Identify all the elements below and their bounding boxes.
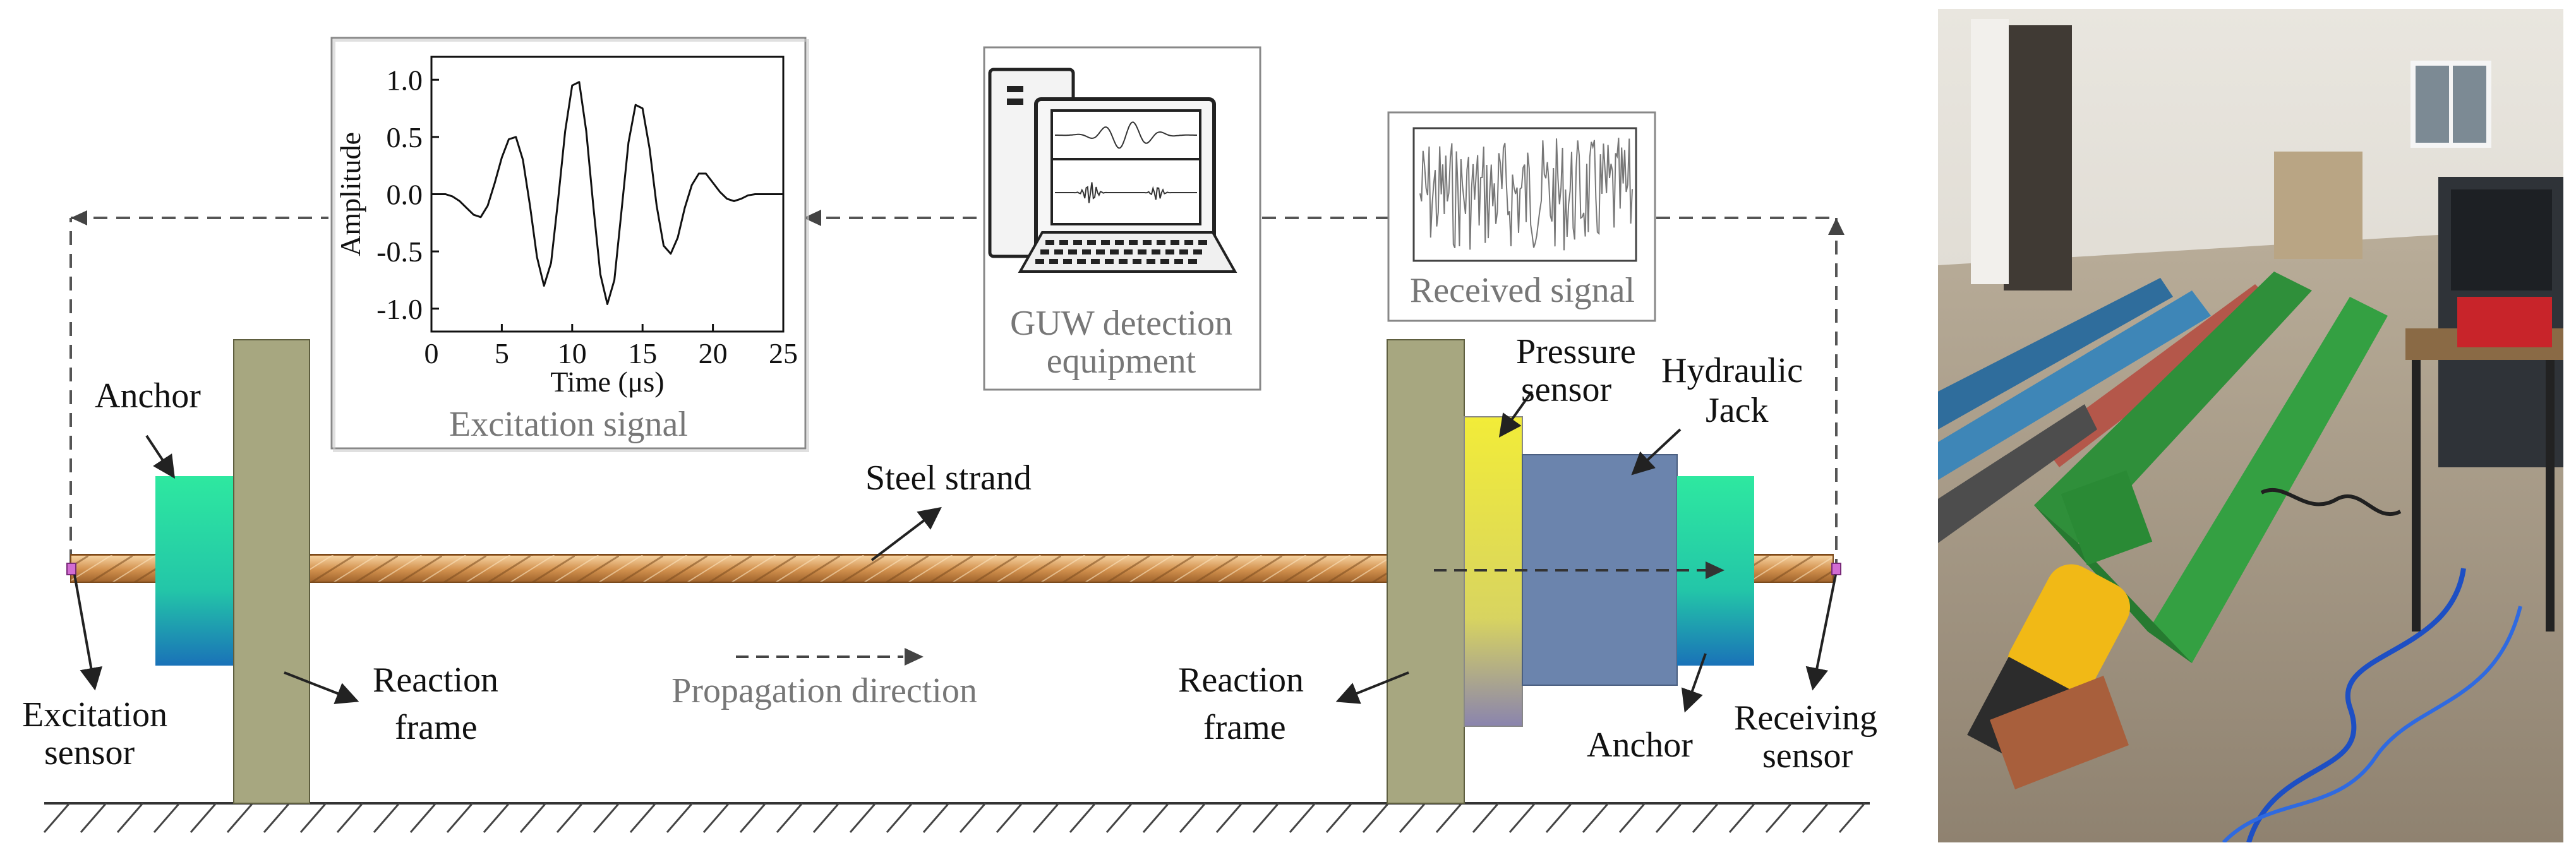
hydraulic-jack-label-line2: Jack xyxy=(1706,391,1769,430)
propagation-direction-label: Propagation direction xyxy=(671,671,977,710)
gw-equipment-label-line1: GUW detection xyxy=(1010,304,1232,343)
reaction-frame-right-label-line2: frame xyxy=(1203,708,1286,747)
x-tick-label: 0 xyxy=(424,337,439,369)
lab-photo xyxy=(1938,9,2563,842)
x-tick-label: 20 xyxy=(699,337,728,369)
anchor-right-label: Anchor xyxy=(1587,726,1693,765)
y-tick-label: -1.0 xyxy=(376,293,423,325)
gw-equipment-panel: GUW detection equipment xyxy=(983,46,1261,391)
y-tick-label: 0.5 xyxy=(387,121,423,153)
receiving-sensor-label-line1: Receiving xyxy=(1734,698,1877,738)
x-tick-label: 15 xyxy=(628,337,657,369)
series-line xyxy=(431,81,783,305)
ground xyxy=(43,802,1870,833)
y-tick-label: -0.5 xyxy=(376,236,423,268)
excitation-sensor-label-line1: Excitation xyxy=(22,695,167,734)
hydraulic-jack-label-line1: Hydraulic xyxy=(1661,351,1803,390)
y-tick-label: 1.0 xyxy=(387,64,423,96)
anchor-left xyxy=(155,476,234,666)
reaction-frame-left-label-line1: Reaction xyxy=(373,661,498,700)
receiving-sensor xyxy=(1831,563,1841,575)
plot-frame xyxy=(430,56,785,333)
received-signal-panel: Received signal xyxy=(1387,111,1656,322)
reaction-frame-right xyxy=(1387,339,1465,804)
x-axis-label: Time (μs) xyxy=(550,366,664,398)
pressure-sensor-label-line2: sensor xyxy=(1521,370,1611,409)
x-tick-label: 10 xyxy=(558,337,587,369)
reaction-frame-right-label-line1: Reaction xyxy=(1178,661,1304,700)
received-signal-label: Received signal xyxy=(1410,271,1635,310)
anchor-left-label: Anchor xyxy=(95,376,201,416)
computer-icon xyxy=(988,68,1237,273)
gw-equipment-label-line2: equipment xyxy=(1047,342,1196,381)
receiving-sensor-label-line2: sensor xyxy=(1762,736,1853,775)
reaction-frame-left-label-line2: frame xyxy=(395,708,478,747)
pressure-sensor xyxy=(1464,416,1523,727)
steel-strand-label: Steel strand xyxy=(865,458,1032,498)
excitation-signal-title: Excitation signal xyxy=(449,405,688,444)
y-tick-label: 0.0 xyxy=(387,179,423,211)
x-tick-label: 5 xyxy=(495,337,509,369)
y-axis-label: Amplitude xyxy=(334,132,366,256)
x-tick-label: 25 xyxy=(769,337,798,369)
excitation-sensor-label-line2: sensor xyxy=(44,733,135,772)
excitation-sensor xyxy=(66,563,76,575)
signal-path xyxy=(69,217,1838,563)
reaction-frame-left xyxy=(233,339,310,804)
pressure-sensor-label-line1: Pressure xyxy=(1516,332,1636,371)
